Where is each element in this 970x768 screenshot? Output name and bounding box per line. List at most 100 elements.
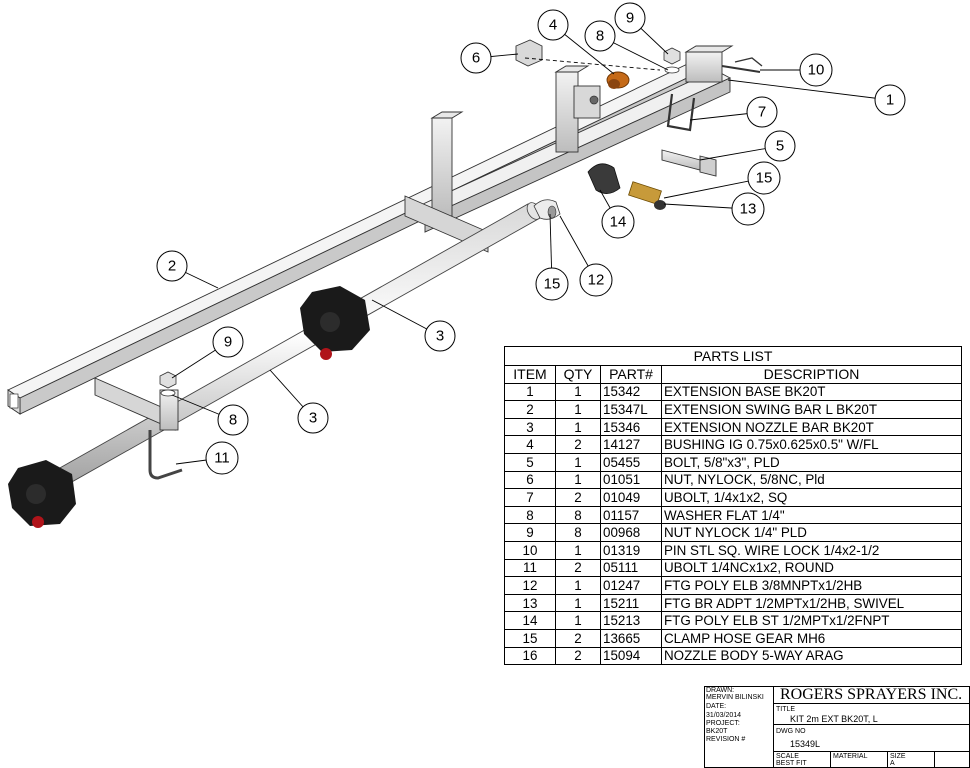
callout-item-2: 2 bbox=[156, 250, 188, 282]
cell-part-number: 14127 bbox=[600, 435, 662, 454]
dwg-label: DWG NO bbox=[776, 728, 806, 735]
material-label: MATERIAL bbox=[833, 753, 868, 760]
callout-item-9: 9 bbox=[614, 2, 646, 34]
cell-qty: 1 bbox=[555, 540, 601, 560]
cell-part-number: 15342 bbox=[600, 382, 662, 402]
callout-item-6: 6 bbox=[460, 42, 492, 74]
project-label: PROJECT: bbox=[706, 720, 740, 727]
cell-description: BUSHING IG 0.75x0.625x0.5" W/FL bbox=[661, 435, 962, 454]
cell-qty: 1 bbox=[555, 576, 601, 595]
cell-qty: 2 bbox=[555, 628, 601, 648]
svg-text:3: 3 bbox=[309, 410, 317, 427]
elbow-item-14 bbox=[587, 163, 621, 194]
cell-description: EXTENSION BASE BK20T bbox=[661, 382, 962, 402]
callout-item-8: 8 bbox=[217, 404, 249, 436]
title-label: TITLE bbox=[776, 706, 796, 713]
svg-text:1: 1 bbox=[886, 92, 894, 109]
parts-list-title: PARTS LIST bbox=[504, 346, 962, 366]
scale-label: SCALE bbox=[776, 753, 799, 760]
cell-description: NOZZLE BODY 5-WAY ARAG bbox=[661, 646, 962, 666]
cell-description: PIN STL SQ. WIRE LOCK 1/4x2-1/2 bbox=[661, 540, 962, 560]
nut-item-9-upper bbox=[663, 47, 681, 74]
cell-description: WASHER FLAT 1/4" bbox=[661, 505, 962, 525]
cell-part-number: 15213 bbox=[600, 611, 662, 630]
svg-text:2: 2 bbox=[168, 258, 176, 275]
ubolt-item-7 bbox=[666, 93, 696, 132]
cell-item: 7 bbox=[504, 488, 556, 507]
callout-item-7: 7 bbox=[746, 96, 778, 128]
svg-text:8: 8 bbox=[229, 412, 237, 429]
callout-item-10: 10 bbox=[799, 53, 833, 87]
callout-item-4: 4 bbox=[537, 9, 569, 41]
svg-text:12: 12 bbox=[588, 272, 605, 289]
cell-item: 15 bbox=[504, 628, 556, 648]
date-label: DATE: bbox=[706, 703, 727, 710]
col-header-part: PART# bbox=[600, 365, 662, 384]
svg-text:4: 4 bbox=[549, 17, 557, 34]
cell-description: UBOLT 1/4NCx1x2, ROUND bbox=[661, 558, 962, 578]
dwg-value: 15349L bbox=[790, 739, 821, 749]
cell-item: 11 bbox=[504, 558, 556, 578]
adapter-item-13 bbox=[628, 181, 666, 210]
cell-item: 12 bbox=[504, 576, 556, 595]
svg-text:9: 9 bbox=[626, 10, 634, 27]
col-header-item: ITEM bbox=[504, 365, 556, 384]
cell-qty: 8 bbox=[555, 523, 601, 542]
cell-part-number: 05111 bbox=[600, 558, 662, 578]
callout-item-3: 3 bbox=[297, 402, 329, 434]
title-block: DRAWN: MERVIN BILINSKI DATE: 31/03/2014 … bbox=[704, 686, 970, 768]
drawn-label: DRAWN: bbox=[706, 687, 735, 694]
cell-description: FTG BR ADPT 1/2MPTx1/2HB, SWIVEL bbox=[661, 593, 962, 613]
col-header-qty: QTY bbox=[555, 365, 601, 384]
cell-item: 13 bbox=[504, 593, 556, 613]
callout-item-15: 15 bbox=[535, 267, 569, 301]
callout-item-14: 14 bbox=[601, 205, 635, 239]
cell-item: 6 bbox=[504, 470, 556, 490]
size-value: A bbox=[890, 760, 895, 767]
cell-part-number: 01157 bbox=[600, 505, 662, 525]
project-value: BK20T bbox=[706, 728, 728, 735]
nozzle-body-upper bbox=[300, 286, 370, 360]
cell-item: 16 bbox=[504, 646, 556, 666]
cell-description: NUT NYLOCK 1/4" PLD bbox=[661, 523, 962, 542]
cell-item: 14 bbox=[504, 611, 556, 630]
cell-description: EXTENSION SWING BAR L BK20T bbox=[661, 400, 962, 419]
cell-description: NUT, NYLOCK, 5/8NC, Pld bbox=[661, 470, 962, 490]
cell-item: 10 bbox=[504, 540, 556, 560]
cell-part-number: 05455 bbox=[600, 452, 662, 472]
cell-description: FTG POLY ELB ST 1/2MPTx1/2FNPT bbox=[661, 611, 962, 630]
cell-item: 4 bbox=[504, 435, 556, 454]
cell-part-number: 00968 bbox=[600, 523, 662, 542]
svg-text:15: 15 bbox=[756, 170, 773, 187]
callout-item-8: 8 bbox=[584, 20, 616, 52]
callout-item-1: 1 bbox=[874, 84, 906, 116]
svg-text:10: 10 bbox=[808, 62, 825, 79]
cell-part-number: 13665 bbox=[600, 628, 662, 648]
cell-qty: 1 bbox=[555, 593, 601, 613]
cell-qty: 1 bbox=[555, 417, 601, 437]
cell-part-number: 15346 bbox=[600, 417, 662, 437]
date-value: 31/03/2014 bbox=[706, 712, 742, 719]
svg-text:9: 9 bbox=[224, 334, 232, 351]
cell-item: 2 bbox=[504, 400, 556, 419]
cell-part-number: 01319 bbox=[600, 540, 662, 560]
size-label: SIZE bbox=[890, 753, 906, 760]
svg-text:11: 11 bbox=[214, 450, 230, 467]
cell-qty: 2 bbox=[555, 558, 601, 578]
cell-description: FTG POLY ELB 3/8MNPTx1/2HB bbox=[661, 576, 962, 595]
